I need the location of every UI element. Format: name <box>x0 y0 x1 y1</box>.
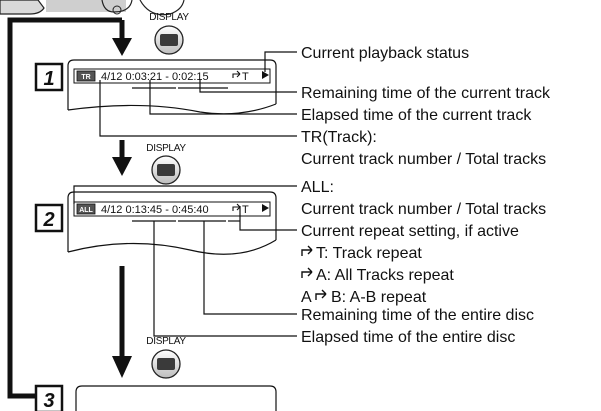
label-all-sub: Current track number / Total tracks <box>301 201 546 218</box>
repeat-arrow-icon <box>301 245 313 256</box>
display-button-icon: DISPLAY <box>146 336 187 379</box>
osd-repeat-mode: T <box>242 71 249 83</box>
label-repeat-ab-prefix: A <box>301 289 312 306</box>
flow-arrow-3 <box>112 266 132 378</box>
osd-badge-all: ALL <box>79 207 93 214</box>
osd-track-readout: 4/12 0:03:21 - 0:02:15 <box>101 71 209 83</box>
label-all-head: ALL: <box>301 179 334 196</box>
display-button-label: DISPLAY <box>146 143 186 154</box>
step-2-marker: 2 <box>34 203 64 233</box>
label-repeat-all: A: All Tracks repeat <box>316 267 454 284</box>
display-button-label: DISPLAY <box>146 336 186 347</box>
osd-panel-blank <box>75 385 277 411</box>
label-remaining-track: Remaining time of the current track <box>301 85 551 102</box>
step-1-marker: 1 <box>34 62 64 92</box>
display-button-icon: DISPLAY <box>146 143 187 185</box>
repeat-arrow-icon <box>315 289 327 300</box>
remote-fragment-icon <box>0 0 185 16</box>
panel-2-leader-lines <box>73 185 297 337</box>
label-repeat-ab: B: A-B repeat <box>331 289 427 306</box>
loop-back-line <box>7 17 122 399</box>
label-repeat-track: T: Track repeat <box>316 245 422 262</box>
label-elapsed-track: Elapsed time of the current track <box>301 107 532 124</box>
label-elapsed-disc: Elapsed time of the entire disc <box>301 329 515 346</box>
label-track-sub: Current track number / Total tracks <box>301 151 546 168</box>
label-playback-status: Current playback status <box>301 45 469 62</box>
display-button-label: DISPLAY <box>149 12 189 23</box>
osd-repeat-mode: T <box>242 204 249 216</box>
step-3-marker: 3 <box>34 384 64 411</box>
step-number: 2 <box>42 209 54 231</box>
play-triangle-icon <box>262 71 269 79</box>
osd-badge-tr: TR <box>81 74 90 81</box>
play-triangle-icon <box>262 204 269 212</box>
step-number: 1 <box>43 68 54 90</box>
label-track-head: TR(Track): <box>301 129 377 146</box>
label-remaining-disc: Remaining time of the entire disc <box>301 307 534 324</box>
osd-disc-readout: 4/12 0:13:45 - 0:45:40 <box>101 204 209 216</box>
label-repeat-head: Current repeat setting, if active <box>301 223 519 240</box>
osd-panel-all: ALL 4/12 0:13:45 - 0:45:40 T <box>67 191 277 255</box>
display-button-icon: DISPLAY <box>149 12 190 55</box>
step-number: 3 <box>43 390 54 411</box>
panel-1-leader-lines <box>99 51 297 137</box>
repeat-arrow-icon <box>301 267 313 278</box>
flow-arrow-1 <box>112 20 132 56</box>
repeat-arrow-icon <box>232 70 241 78</box>
osd-panel-track: TR 4/12 0:03:21 - 0:02:15 T <box>67 59 277 115</box>
flow-arrow-2 <box>112 140 132 176</box>
